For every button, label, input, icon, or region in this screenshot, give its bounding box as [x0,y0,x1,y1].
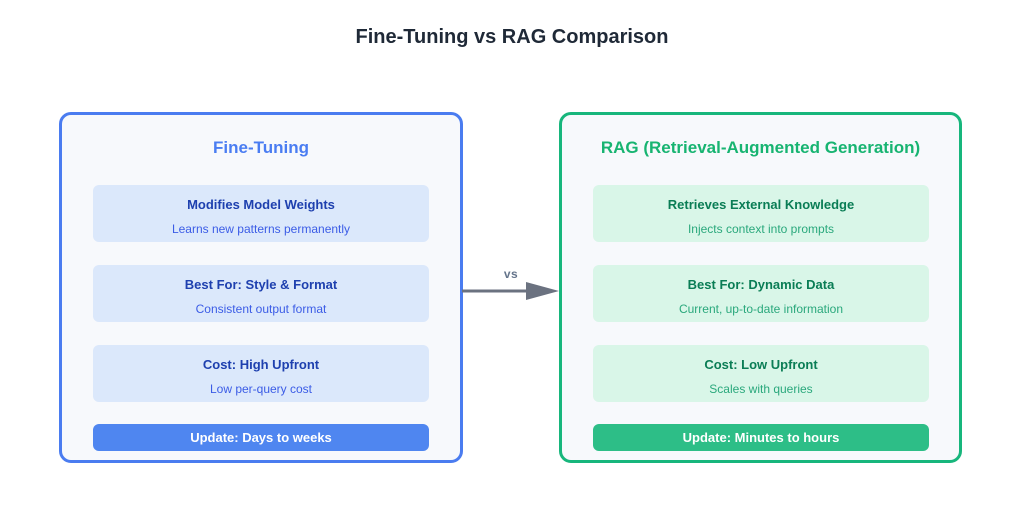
card-title: Best For: Dynamic Data [687,277,835,292]
card-subtitle: Scales with queries [709,382,813,396]
fine-tuning-update-pill: Update: Days to weeks [93,424,429,451]
card-subtitle: Learns new patterns permanently [171,222,351,236]
fine-tuning-card-best-for: Best For: Style & Format Consistent outp… [93,265,429,322]
vs-label: vs [503,267,519,281]
card-title: Best For: Style & Format [184,277,338,292]
card-subtitle: Low per-query cost [209,382,313,396]
card-title: Retrieves External Knowledge [667,197,855,212]
rag-card-best-for: Best For: Dynamic Data Current, up-to-da… [593,265,929,322]
vs-edge: vs [462,267,560,307]
card-title: Modifies Model Weights [187,197,335,212]
fine-tuning-card-weights: Modifies Model Weights Learns new patter… [93,185,429,242]
fine-tuning-panel: Fine-Tuning Modifies Model Weights Learn… [59,112,463,463]
rag-panel: RAG (Retrieval-Augmented Generation) Ret… [559,112,962,463]
fine-tuning-heading: Fine-Tuning [213,138,309,157]
card-title: Cost: Low Upfront [704,357,818,372]
rag-card-knowledge: Retrieves External Knowledge Injects con… [593,185,929,242]
diagram-title: Fine-Tuning vs RAG Comparison [355,26,669,48]
card-subtitle: Current, up-to-date information [678,302,844,316]
card-subtitle: Consistent output format [195,302,327,316]
card-title: Cost: High Upfront [202,357,320,372]
rag-update-pill: Update: Minutes to hours [593,424,929,451]
rag-heading: RAG (Retrieval-Augmented Generation) [600,138,921,157]
card-subtitle: Injects context into prompts [687,222,835,236]
arrow-icon [462,282,559,300]
fine-tuning-card-cost: Cost: High Upfront Low per-query cost [93,345,429,402]
rag-card-cost: Cost: Low Upfront Scales with queries [593,345,929,402]
